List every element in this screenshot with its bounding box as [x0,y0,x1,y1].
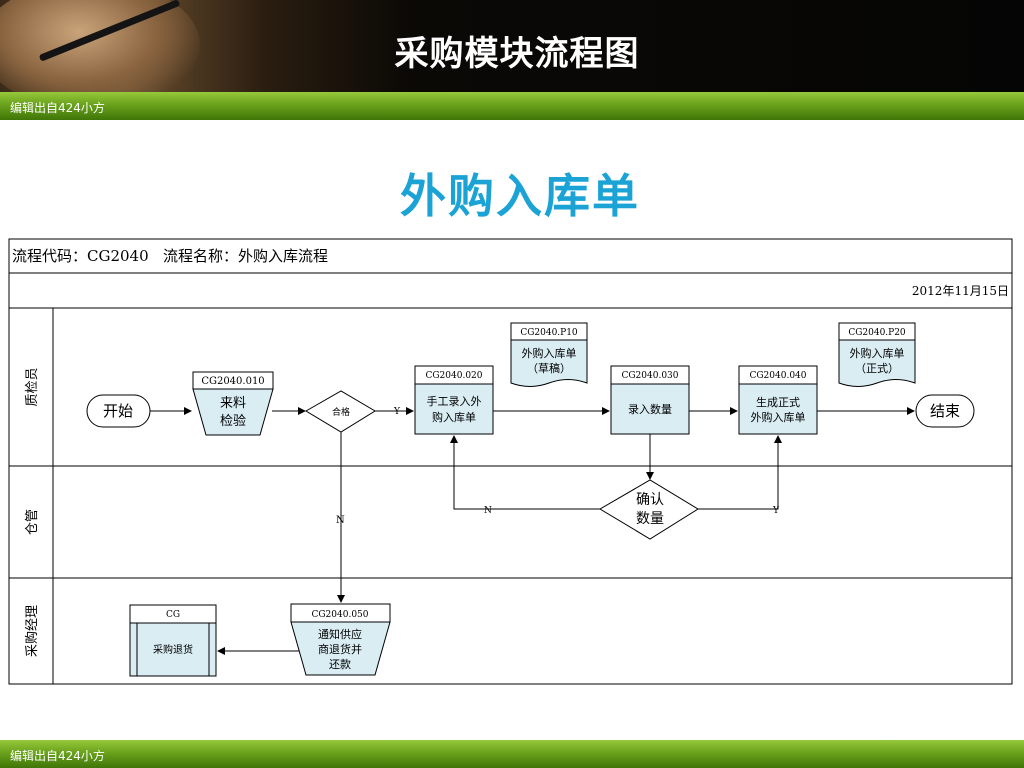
start-node: 开始 [86,394,151,428]
node-text: 还款 [329,657,351,671]
slide-title: 外购入库单 [400,169,640,223]
end-label: 结束 [930,402,960,420]
decision-label: 数量 [636,511,664,527]
node-code: CG [166,610,180,620]
node-code: CG2040.010 [201,376,264,387]
node-text: 通知供应 [318,627,362,641]
edge-label-no: N [336,515,345,526]
node-code: CG2040.040 [749,371,806,381]
node-text: 检验 [220,413,246,429]
node-code: CG2040.050 [311,610,368,620]
lane-label-warehouse: 仓管 [25,509,40,535]
node-text: 采购退货 [153,643,193,656]
edge-label-yes: Y [772,506,780,516]
top-green-bar: 编辑出自424小方 [0,92,1024,120]
decision-confirm-quantity: 确认 数量 [599,479,699,540]
bottom-bar-text: 编辑出自424小方 [10,749,105,763]
document-formal-receipt: CG2040.P20 外购入库单 （正式） [838,322,916,387]
node-manual-entry: CG2040.020 手工录入外 购入库单 [414,365,494,435]
decision-label: 合格 [332,406,350,418]
edge-label-no: N [484,506,492,516]
header-banner: 采购模块流程图 [0,0,1024,92]
start-label: 开始 [103,402,133,420]
top-bar-text: 编辑出自424小方 [10,101,105,115]
document-text: 外购入库单 [850,346,905,360]
document-code: CG2040.P20 [848,328,906,338]
bottom-green-bar: 编辑出自424小方 [0,740,1024,768]
document-code: CG2040.P10 [520,328,578,338]
document-text: 外购入库单 [522,346,577,360]
node-text: 录入数量 [628,403,672,416]
page-title: 采购模块流程图 [394,34,640,74]
node-text: 外购入库单 [751,410,806,424]
node-code: CG2040.030 [621,371,678,381]
hand-image [0,0,200,92]
flowchart-frame [8,238,1013,685]
node-generate-formal-receipt: CG2040.040 生成正式 外购入库单 [738,365,818,435]
connector-yes [698,435,782,510]
edge-label-yes: Y [393,407,401,417]
node-notify-supplier: CG2040.050 通知供应 商退货并 还款 [290,603,391,676]
document-text: （草稿） [527,361,571,375]
node-text: 生成正式 [756,395,800,409]
node-enter-quantity: CG2040.030 录入数量 [610,365,690,435]
end-node: 结束 [915,394,975,428]
lane-label-purchasing-manager: 采购经理 [24,605,40,657]
node-text: 来料 [220,396,246,411]
lane-label-inspector: 质检员 [25,367,40,406]
node-text: 购入库单 [432,410,476,424]
document-text: （正式） [855,362,899,375]
flow-info: 流程代码：CG2040 流程名称：外购入库流程 [12,247,328,265]
node-incoming-inspection: CG2040.010 来料 检验 [192,371,274,436]
node-purchase-return: CG 采购退货 [129,604,217,677]
node-text: 手工录入外 [427,394,482,408]
decision-qualified: 合格 [305,390,376,433]
connector-no-back [450,435,600,510]
flow-date: 2012年11月15日 [912,284,1009,298]
node-text: 商退货并 [318,642,362,656]
node-code: CG2040.020 [425,371,482,381]
decision-label: 确认 [636,492,664,508]
document-draft-receipt: CG2040.P10 外购入库单 （草稿） [510,322,588,387]
